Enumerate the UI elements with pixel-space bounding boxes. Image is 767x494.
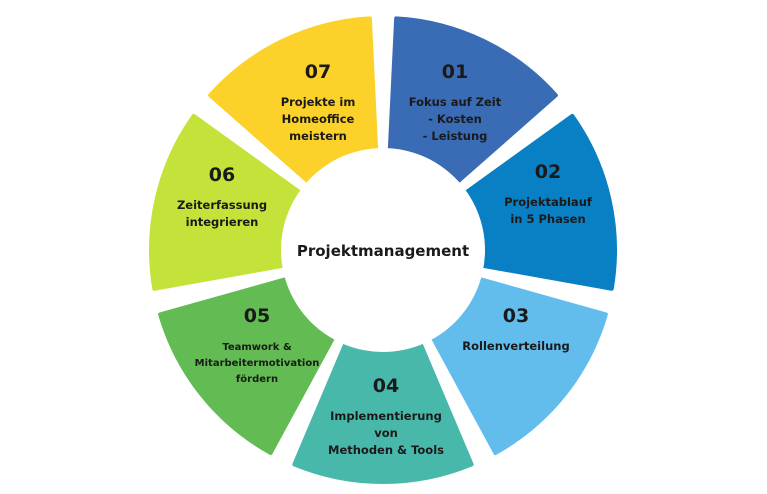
segment-02-label-line: Projektablauf xyxy=(504,195,593,209)
center-circle xyxy=(281,148,485,352)
segment-05-label-line: Teamwork & xyxy=(222,342,292,353)
segment-03-label-line: Rollenverteilung xyxy=(462,339,569,353)
segment-04-label-line: Methoden & Tools xyxy=(328,443,444,457)
segment-03-number: 03 xyxy=(503,305,529,327)
segment-07-number: 07 xyxy=(305,61,331,83)
wheel-segments xyxy=(149,16,617,484)
segment-07-label-line: Projekte im xyxy=(281,95,356,109)
segment-02-label-line: in 5 Phasen xyxy=(510,212,585,226)
segment-05-label-line: Mitarbeitermotivation xyxy=(195,358,320,369)
segment-06-label-line: integrieren xyxy=(186,215,259,229)
segment-04-number: 04 xyxy=(373,375,399,397)
segment-06-label-line: Zeiterfassung xyxy=(177,198,267,212)
segment-01-label-line: - Kosten xyxy=(428,112,482,126)
segment-04-label-line: von xyxy=(374,426,398,440)
segment-05-label-line: fördern xyxy=(236,374,278,385)
segment-04-label-line: Implementierung xyxy=(330,409,442,423)
segment-05-number: 05 xyxy=(244,305,270,327)
segment-01-label-line: - Leistung xyxy=(423,129,488,143)
center-label: Projektmanagement xyxy=(297,242,469,260)
segment-06-number: 06 xyxy=(209,164,235,186)
segment-07-label-line: meistern xyxy=(289,129,347,143)
segment-07-label-line: Homeoffice xyxy=(282,112,355,126)
segment-02-number: 02 xyxy=(535,161,561,183)
segment-01-number: 01 xyxy=(442,61,468,83)
segment-01-label-line: Fokus auf Zeit xyxy=(409,95,502,109)
